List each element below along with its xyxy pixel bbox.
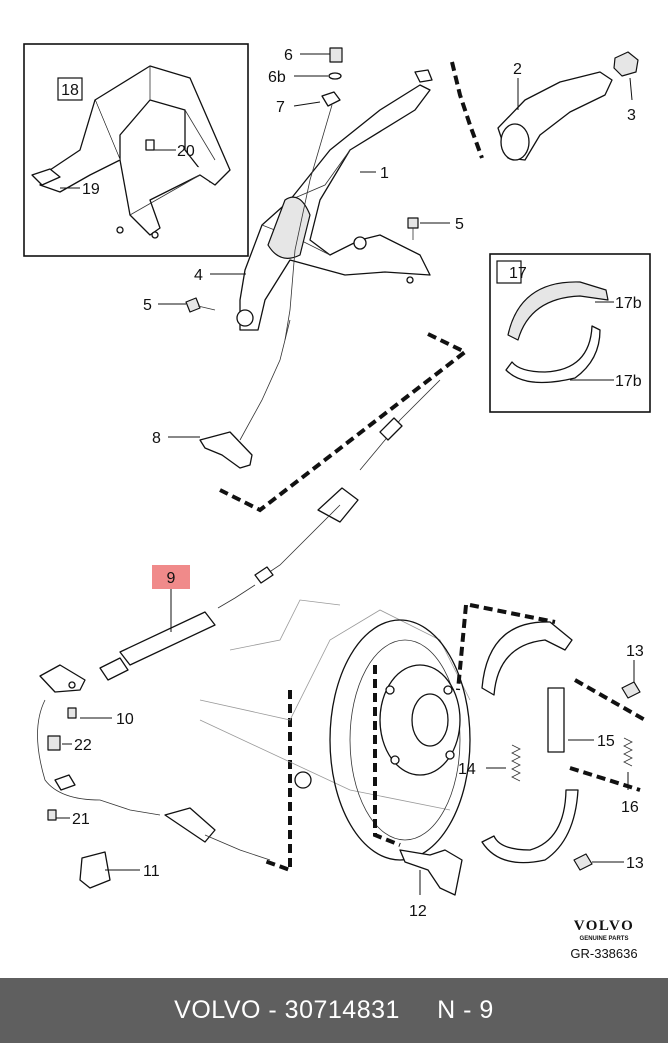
callout-19: 19: [82, 181, 100, 198]
cable-bracket-12: 12: [399, 849, 463, 920]
handbrake-lever-1: 1: [236, 69, 433, 331]
exploded-view-drawing: 18 20 19 1 6 6b 7: [23, 43, 651, 961]
callout-22: 22: [74, 737, 92, 754]
callout-10: 10: [116, 711, 134, 728]
rear-hub-backplate: [199, 599, 471, 861]
callout-17b-b: 17b: [615, 373, 642, 390]
drawing-reference: GR-338636: [570, 946, 637, 961]
parking-cable-9: 9: [99, 487, 359, 681]
callout-14: 14: [458, 761, 476, 778]
brake-shoes-assembly: 15 14 16 13 13: [458, 603, 646, 872]
handle-grip-2: 2 3: [450, 51, 639, 161]
callout-12: 12: [409, 903, 427, 920]
callout-18: 18: [61, 82, 79, 99]
callout-13b: 13: [626, 855, 644, 872]
callout-4: 4: [194, 267, 203, 284]
cable-bracket-8: 8: [152, 319, 469, 513]
volvo-genuine-parts-logo: VOLVO GENUINE PARTS GR-338636: [570, 918, 637, 961]
callout-6b: 6b: [268, 69, 286, 86]
callout-1: 1: [380, 165, 389, 182]
footer-part-number: VOLVO - 30714831 N - 9: [174, 996, 494, 1024]
callout-17b-a: 17b: [615, 295, 642, 312]
inset-shoes-17: 17 17b 17b: [489, 253, 651, 413]
callout-6: 6: [284, 47, 293, 64]
brand-tagline: GENUINE PARTS: [580, 936, 629, 942]
callout-20: 20: [177, 143, 195, 160]
brand-logo: VOLVO: [574, 918, 635, 934]
callout-17: 17: [509, 265, 527, 282]
bolts: 5 4 5: [143, 216, 464, 314]
callout-11: 11: [143, 863, 160, 880]
callout-5a: 5: [143, 297, 152, 314]
callout-16: 16: [621, 799, 639, 816]
callout-15: 15: [597, 733, 615, 750]
cable-clip-parts: 6 6b 7: [268, 47, 343, 341]
parts-diagram: 18 20 19 1 6 6b 7: [23, 43, 651, 961]
callout-2: 2: [513, 61, 522, 78]
footer-bar: VOLVO - 30714831 N - 9: [0, 978, 668, 1043]
inset-bracket-18: 18 20 19: [23, 43, 249, 257]
callout-8: 8: [152, 430, 161, 447]
highlighted-part-marker: [152, 565, 190, 589]
callout-5b: 5: [455, 216, 464, 233]
callout-9: 9: [167, 570, 176, 587]
callout-21: 21: [72, 811, 90, 828]
callout-13a: 13: [626, 643, 644, 660]
lower-cable-section: 10 22 21 11: [37, 664, 292, 889]
callout-3: 3: [627, 107, 636, 124]
callout-7: 7: [276, 99, 285, 116]
